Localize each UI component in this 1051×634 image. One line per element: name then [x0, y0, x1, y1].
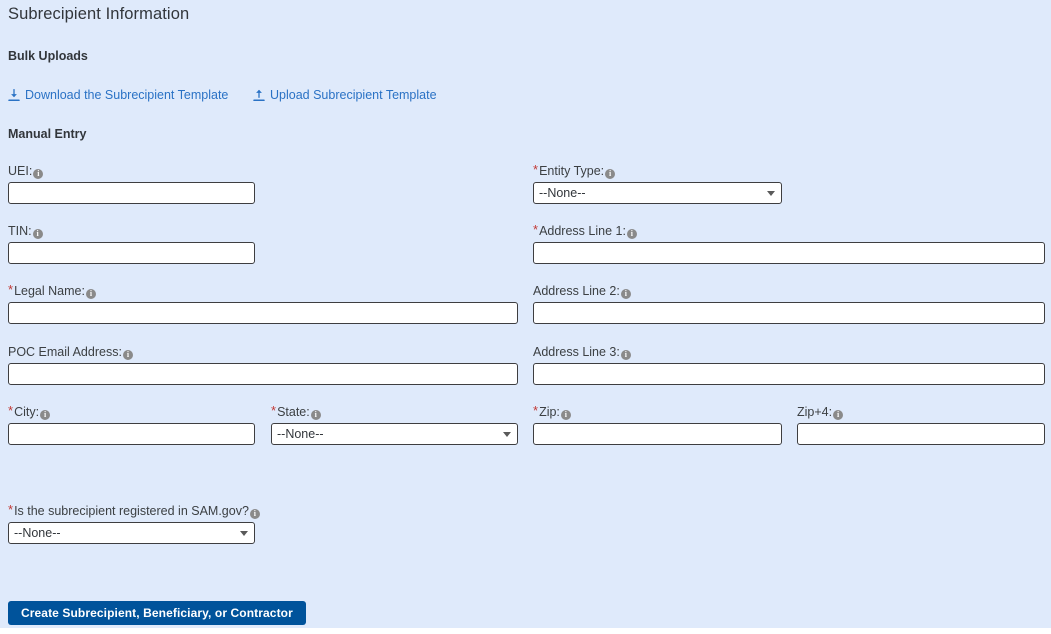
state-select-wrapper: --None-- [271, 423, 518, 445]
info-icon-zip4[interactable]: i [833, 410, 844, 420]
field-zip4: Zip+4:i [797, 405, 1045, 445]
info-icon-address-line-3[interactable]: i [620, 350, 631, 360]
required-marker-state: * [271, 403, 277, 418]
bottom-strip [0, 628, 1051, 634]
info-icon-zip[interactable]: i [560, 410, 571, 420]
label-tin-text: TIN: [8, 224, 32, 238]
label-zip4: Zip+4:i [797, 405, 1045, 420]
download-subrecipient-template-link[interactable]: Download the Subrecipient Template [8, 88, 228, 102]
section-heading-manual-entry: Manual Entry [8, 127, 87, 141]
label-address-line-2: Address Line 2:i [533, 284, 1045, 299]
sam-registered-select-wrapper: --None-- [8, 522, 255, 544]
label-legal-name-text: Legal Name: [14, 284, 85, 298]
field-legal-name: *Legal Name:i [8, 282, 518, 324]
entity-type-select-wrapper: --None-- [533, 182, 782, 204]
label-state-text: State: [277, 405, 310, 419]
zip4-input[interactable] [797, 423, 1045, 445]
required-marker-legal-name: * [8, 282, 14, 297]
field-state: *State:i --None-- [271, 403, 518, 445]
tin-input[interactable] [8, 242, 255, 264]
label-poc-email-address-text: POC Email Address: [8, 345, 122, 359]
state-select[interactable]: --None-- [271, 423, 518, 445]
upload-subrecipient-template-label: Upload Subrecipient Template [270, 88, 437, 102]
info-icon-address-line-2[interactable]: i [620, 289, 631, 299]
field-city: *City:i [8, 403, 255, 445]
field-address-line-1: *Address Line 1:i [533, 222, 1045, 264]
label-state: *State:i [271, 403, 518, 420]
uei-input[interactable] [8, 182, 255, 204]
field-zip: *Zip:i [533, 403, 782, 445]
address-line-1-input[interactable] [533, 242, 1045, 264]
label-address-line-1-text: Address Line 1: [539, 224, 626, 238]
label-entity-type-text: Entity Type: [539, 164, 605, 178]
label-entity-type: *Entity Type:i [533, 162, 782, 179]
entity-type-select[interactable]: --None-- [533, 182, 782, 204]
address-line-3-input[interactable] [533, 363, 1045, 385]
label-city: *City:i [8, 403, 255, 420]
required-marker-entity-type: * [533, 162, 539, 177]
label-legal-name: *Legal Name:i [8, 282, 518, 299]
info-icon-uei[interactable]: i [33, 169, 44, 179]
label-uei: UEI:i [8, 164, 255, 179]
info-icon-sam-registered[interactable]: i [249, 509, 260, 519]
label-address-line-3-text: Address Line 3: [533, 345, 620, 359]
label-address-line-3: Address Line 3:i [533, 345, 1045, 360]
create-subrecipient-button[interactable]: Create Subrecipient, Beneficiary, or Con… [8, 601, 306, 625]
label-poc-email-address: POC Email Address:i [8, 345, 518, 360]
field-uei: UEI:i [8, 164, 255, 204]
field-tin: TIN:i [8, 224, 255, 264]
required-marker-address-line-1: * [533, 222, 539, 237]
field-address-line-2: Address Line 2:i [533, 284, 1045, 324]
label-uei-text: UEI: [8, 164, 33, 178]
page-title: Subrecipient Information [8, 5, 190, 23]
info-icon-entity-type[interactable]: i [605, 169, 616, 179]
zip-input[interactable] [533, 423, 782, 445]
info-icon-poc-email-address[interactable]: i [122, 350, 133, 360]
field-address-line-3: Address Line 3:i [533, 345, 1045, 385]
required-marker-sam-registered: * [8, 502, 14, 517]
field-sam-registered: *Is the subrecipient registered in SAM.g… [8, 502, 260, 544]
info-icon-tin[interactable]: i [32, 229, 43, 239]
label-city-text: City: [14, 405, 40, 419]
label-zip4-text: Zip+4: [797, 405, 833, 419]
field-poc-email-address: POC Email Address:i [8, 345, 518, 385]
required-marker-zip: * [533, 403, 539, 418]
info-icon-state[interactable]: i [310, 410, 321, 420]
label-address-line-2-text: Address Line 2: [533, 284, 620, 298]
label-sam-registered: *Is the subrecipient registered in SAM.g… [8, 502, 260, 519]
field-entity-type: *Entity Type:i --None-- [533, 162, 782, 204]
label-zip-text: Zip: [539, 405, 560, 419]
city-input[interactable] [8, 423, 255, 445]
download-subrecipient-template-label: Download the Subrecipient Template [25, 88, 229, 102]
info-icon-address-line-1[interactable]: i [626, 229, 637, 239]
label-zip: *Zip:i [533, 403, 782, 420]
sam-registered-select[interactable]: --None-- [8, 522, 255, 544]
label-sam-registered-text: Is the subrecipient registered in SAM.go… [14, 504, 249, 518]
download-icon [8, 88, 20, 101]
upload-icon [253, 89, 265, 101]
label-tin: TIN:i [8, 224, 255, 239]
section-heading-bulk-uploads: Bulk Uploads [8, 49, 88, 63]
poc-email-address-input[interactable] [8, 363, 518, 385]
address-line-2-input[interactable] [533, 302, 1045, 324]
legal-name-input[interactable] [8, 302, 518, 324]
label-address-line-1: *Address Line 1:i [533, 222, 1045, 239]
info-icon-city[interactable]: i [40, 410, 51, 420]
upload-subrecipient-template-link[interactable]: Upload Subrecipient Template [253, 88, 437, 102]
info-icon-legal-name[interactable]: i [85, 289, 96, 299]
required-marker-city: * [8, 403, 14, 418]
